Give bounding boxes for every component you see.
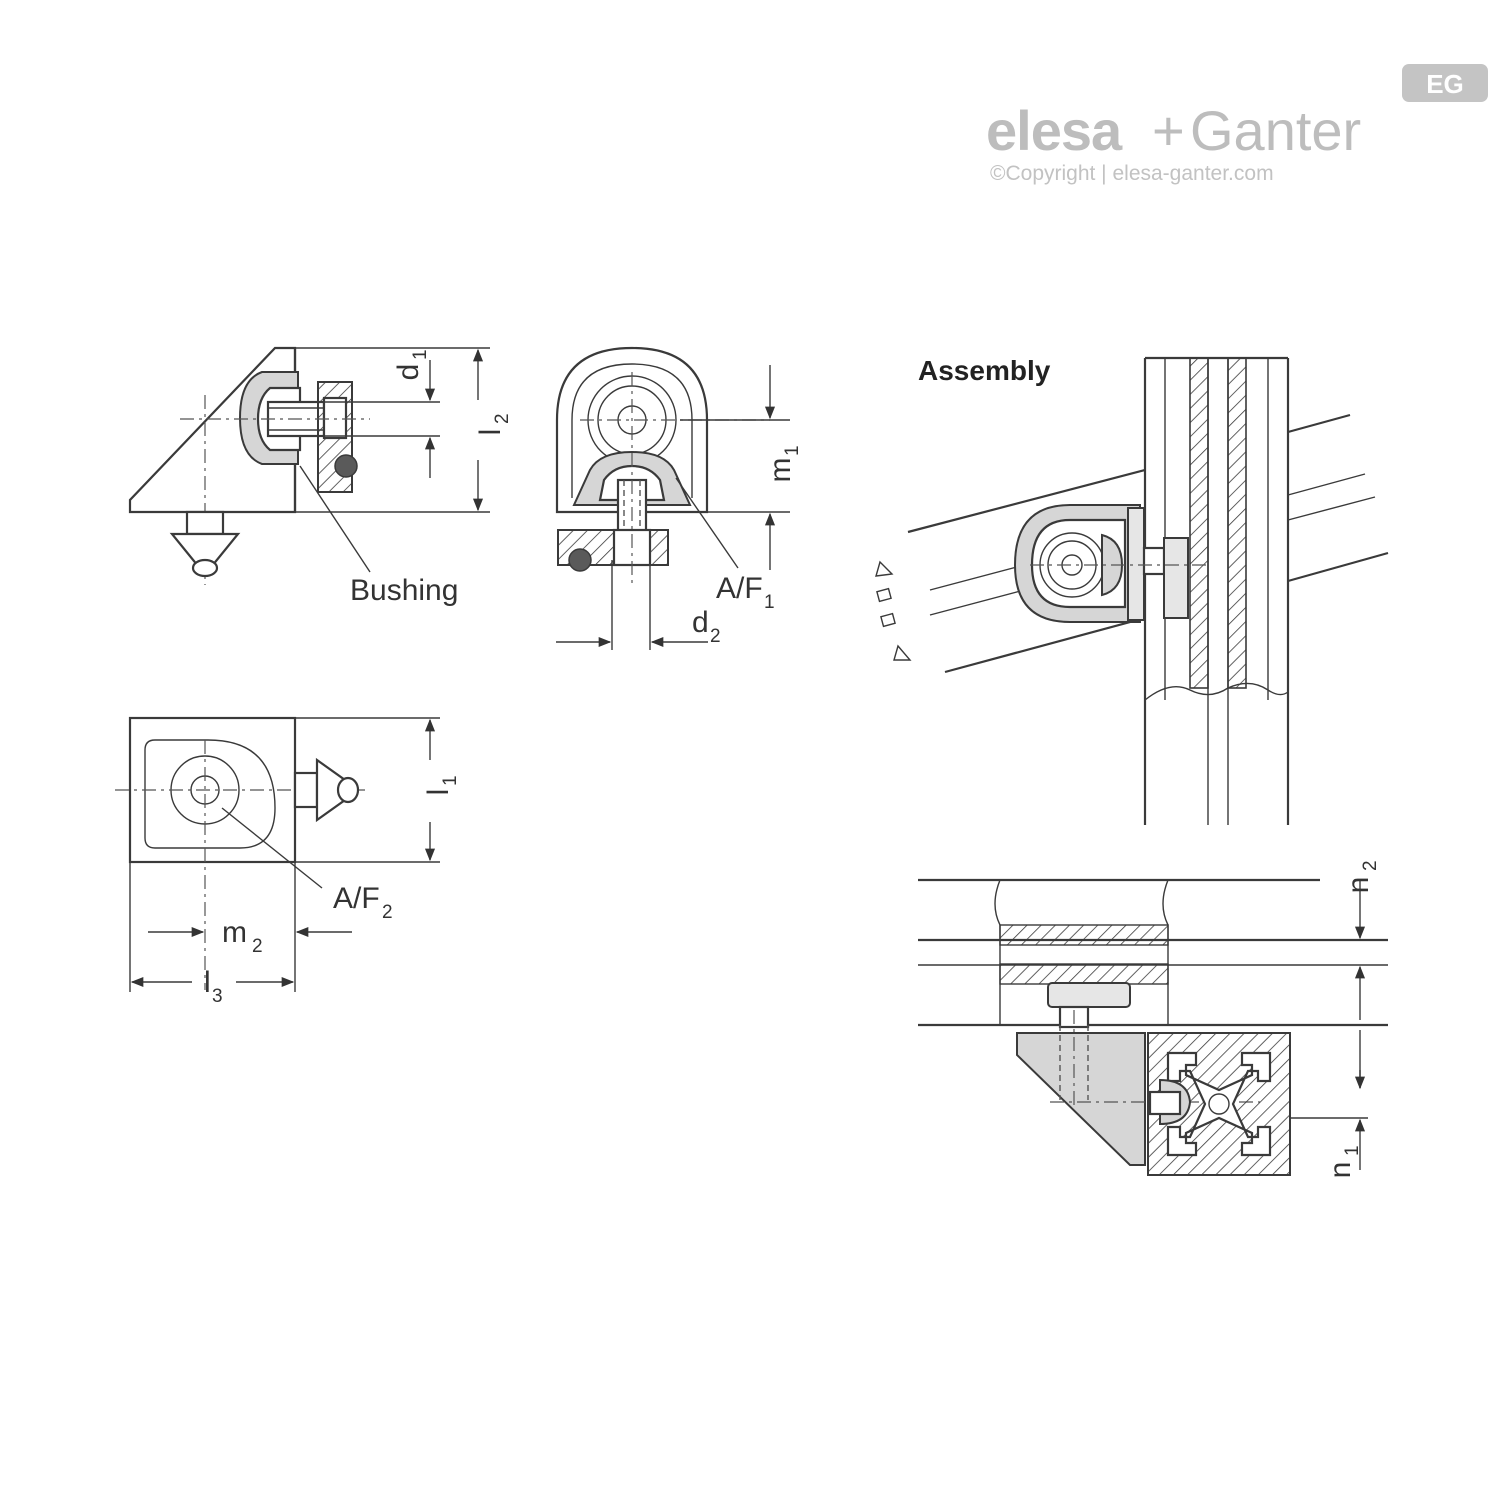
front-view: m 1 d 2 A/F 1: [555, 346, 803, 650]
top-view: l 1 A/F 2 m 2 l 3: [115, 716, 461, 1007]
assembly-view: Assembly: [875, 355, 1389, 825]
ball: [334, 454, 358, 478]
dim-l3: l: [204, 966, 211, 999]
label-af2-sub: 2: [382, 902, 393, 923]
dim-n1-sub: 1: [1342, 1145, 1363, 1156]
label-af1: A/F: [716, 572, 763, 605]
logo-elesa: elesa: [986, 99, 1123, 162]
dim-d1: d: [392, 364, 425, 381]
dim-l1-sub: 1: [440, 775, 461, 786]
side-view: Bushing d 1 l 2: [128, 346, 513, 607]
dim-d1-sub: 1: [410, 349, 431, 360]
logo-copyright: ©Copyright | elesa-ganter.com: [990, 162, 1274, 185]
dim-m2-sub: 2: [252, 936, 263, 957]
dim-m1: m: [764, 458, 797, 483]
dim-l1: l: [422, 789, 455, 796]
logo-ganter: Ganter: [1190, 99, 1361, 162]
dim-d2: d: [692, 606, 709, 639]
label-bushing: Bushing: [350, 574, 458, 607]
eg-badge-text: EG: [1426, 69, 1464, 99]
logo-plus: +: [1152, 99, 1185, 162]
dim-m1-sub: 1: [782, 445, 803, 456]
dim-m2: m: [222, 916, 247, 949]
dim-d2-sub: 2: [710, 626, 721, 647]
label-af1-sub: 1: [764, 592, 775, 613]
label-af2: A/F: [333, 882, 380, 915]
dim-l2: l: [474, 429, 507, 436]
assembly-section-view: n 2 n 1: [918, 860, 1388, 1178]
dim-n1: n: [1324, 1162, 1357, 1179]
dim-n2: n: [1342, 877, 1375, 894]
eg-badge: [1402, 64, 1488, 102]
dim-n2-sub: 2: [1360, 860, 1381, 871]
brand-logo: EG elesa + Ganter ©Copyright | elesa-gan…: [986, 64, 1488, 185]
dim-l2-sub: 2: [492, 413, 513, 424]
label-assembly: Assembly: [918, 355, 1051, 386]
dim-l3-sub: 3: [212, 986, 223, 1007]
